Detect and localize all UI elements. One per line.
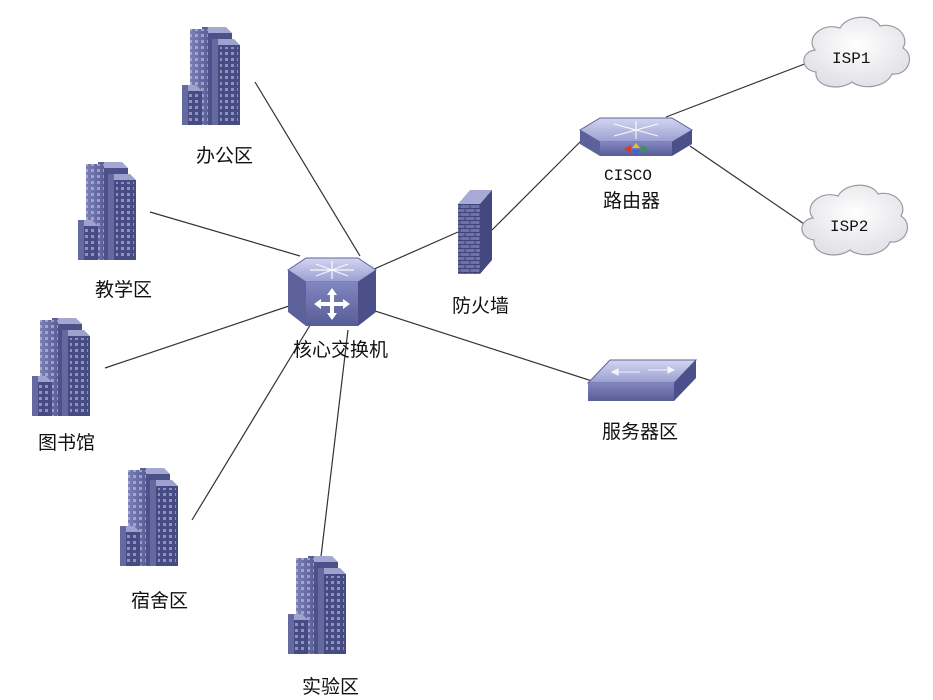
router-label-type: 路由器 <box>603 190 660 212</box>
core-switch-label: 核心交换机 <box>293 339 388 361</box>
isp1-label: ISP1 <box>832 50 870 68</box>
isp1-cloud-icon[interactable] <box>803 16 911 88</box>
building-office-icon[interactable] <box>182 27 240 125</box>
lab-label: 实验区 <box>302 676 359 698</box>
building-lab-icon[interactable] <box>288 556 346 654</box>
cisco-router-icon[interactable] <box>579 117 693 156</box>
firewall-label: 防火墙 <box>452 295 509 317</box>
firewall-icon[interactable] <box>458 190 492 274</box>
link-library-core <box>104 304 293 369</box>
link-core-firewall <box>371 231 459 271</box>
link-router-isp1 <box>665 59 816 118</box>
isp2-label: ISP2 <box>830 218 868 236</box>
dorm-label: 宿舍区 <box>131 590 188 612</box>
office-label: 办公区 <box>196 145 253 167</box>
link-dorm-core <box>191 321 313 521</box>
link-lab-core <box>319 329 349 566</box>
teaching-label: 教学区 <box>95 279 152 301</box>
building-dorm-icon[interactable] <box>120 468 178 566</box>
core-switch-icon[interactable] <box>287 257 377 326</box>
connections <box>104 59 816 566</box>
server-zone-label: 服务器区 <box>602 421 678 443</box>
building-library-icon[interactable] <box>32 318 90 416</box>
library-label: 图书馆 <box>38 432 95 454</box>
link-core-server <box>371 309 596 383</box>
link-teaching-core <box>149 211 301 257</box>
link-office-core <box>254 81 361 257</box>
link-firewall-router <box>491 139 583 231</box>
server-zone-switch-icon[interactable] <box>586 359 698 401</box>
router-label-brand: CISCO <box>604 167 652 185</box>
link-router-isp2 <box>689 145 811 229</box>
isp2-cloud-icon[interactable] <box>801 184 909 256</box>
building-teaching-icon[interactable] <box>78 162 136 260</box>
